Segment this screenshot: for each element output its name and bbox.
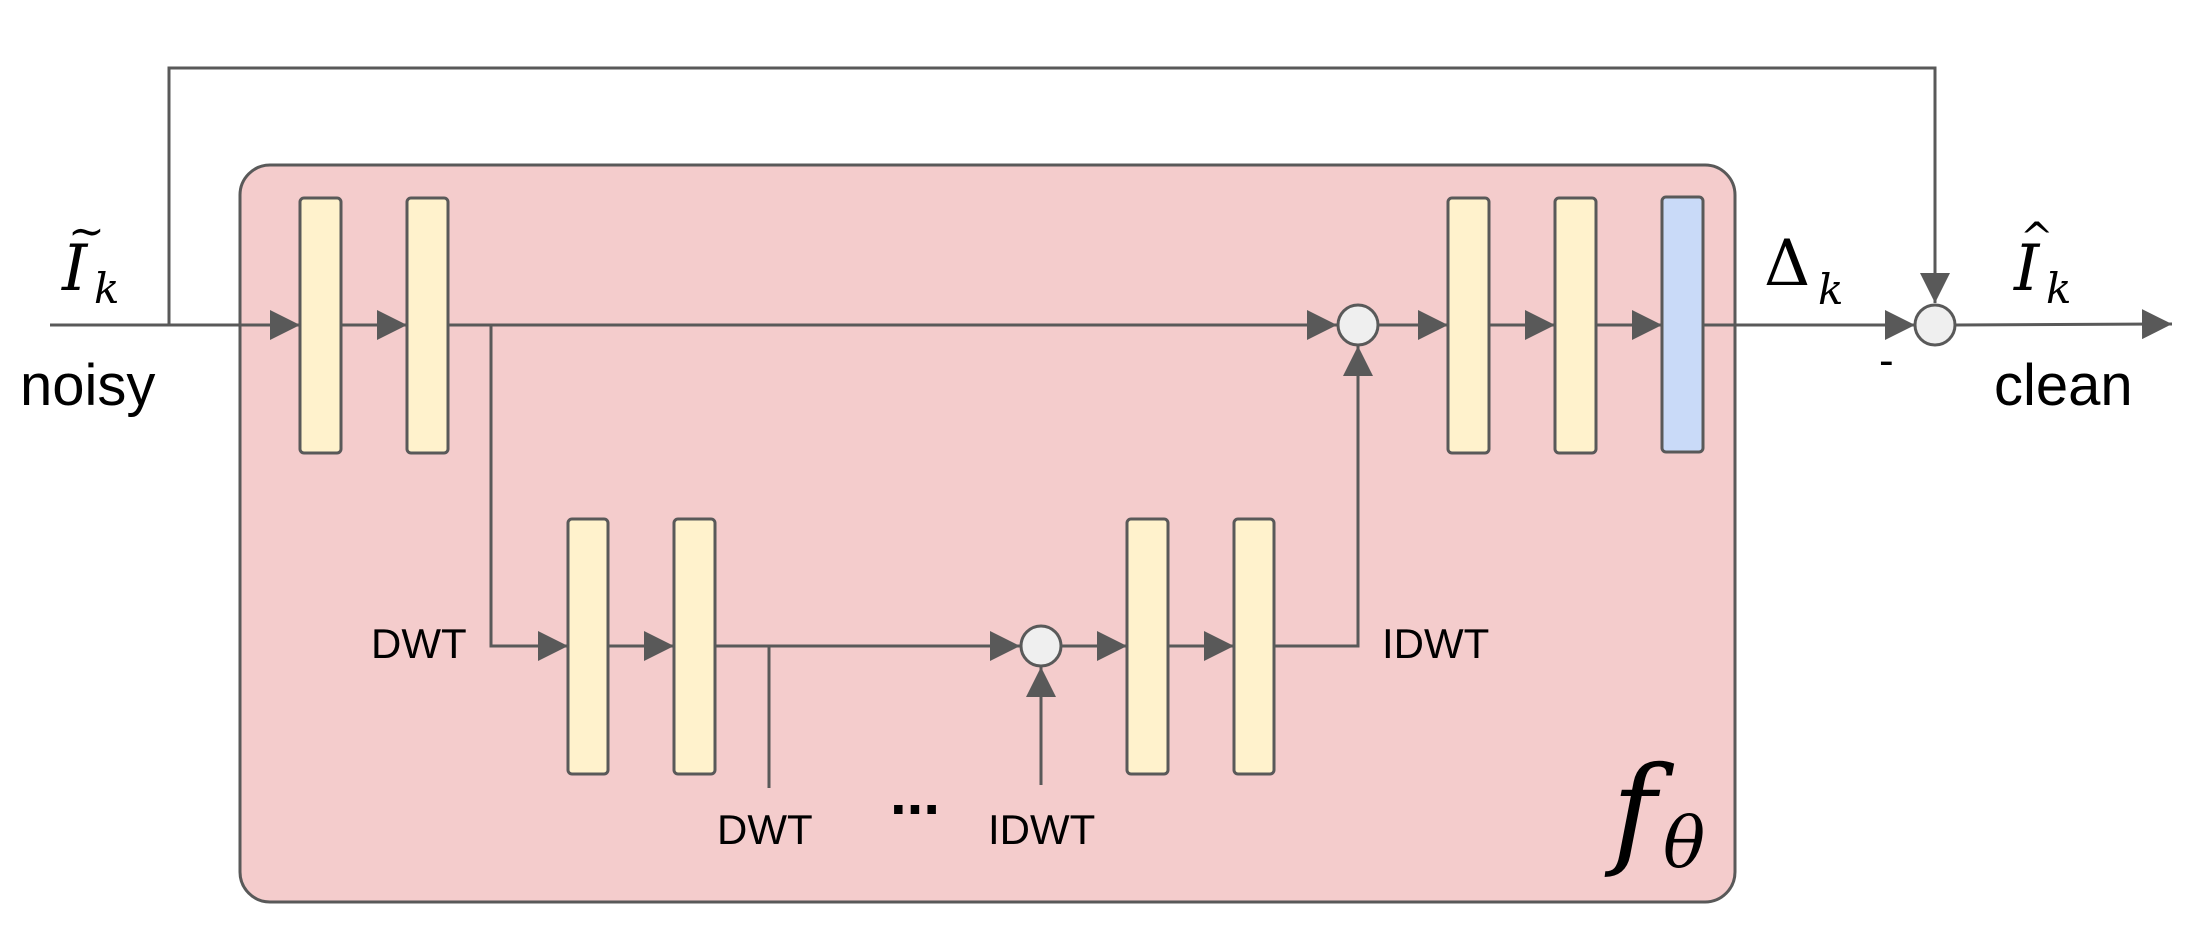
svg-text:^: ^ bbox=[2020, 215, 2054, 261]
idwt-branch-line bbox=[1274, 346, 1373, 648]
conv-block-top-4 bbox=[1553, 196, 1598, 455]
network-box bbox=[238, 163, 1737, 904]
dwt-label-bottom: DWT bbox=[717, 806, 813, 853]
merge-node-top bbox=[1336, 303, 1380, 347]
svg-text:I: I bbox=[61, 232, 89, 306]
conv-block-bottom-4 bbox=[1232, 517, 1276, 776]
merge-node-bottom bbox=[1019, 624, 1063, 668]
svg-text:θ: θ bbox=[1663, 802, 1705, 884]
svg-text:k: k bbox=[94, 264, 119, 313]
svg-text:I: I bbox=[2013, 232, 2041, 306]
input-label: noisy bbox=[20, 353, 155, 418]
residual-symbol: Δ k bbox=[1764, 227, 1843, 314]
svg-text:k: k bbox=[1818, 265, 1843, 314]
output-arrow bbox=[1954, 309, 2173, 340]
conv-block-top-3 bbox=[1446, 196, 1491, 455]
output-symbol: I ^ k bbox=[2013, 215, 2071, 313]
conv-block-top-2 bbox=[405, 196, 450, 455]
idwt-label-bottom: IDWT bbox=[988, 806, 1095, 853]
global-skip-line bbox=[167, 66, 1950, 325]
output-conv-block bbox=[1660, 195, 1705, 454]
svg-text:~: ~ bbox=[68, 206, 105, 257]
conv-block-bottom-2 bbox=[672, 517, 717, 776]
conv-block-bottom-3 bbox=[1125, 517, 1170, 776]
conv-block-bottom-1 bbox=[566, 517, 610, 776]
minus-sign: - bbox=[1879, 336, 1894, 385]
idwt-label-right: IDWT bbox=[1382, 620, 1489, 667]
svg-text:Δ: Δ bbox=[1764, 227, 1810, 301]
svg-text:k: k bbox=[2046, 264, 2071, 313]
subtract-node bbox=[1913, 303, 1957, 347]
output-label: clean bbox=[1994, 353, 2133, 418]
conv-block-top-1 bbox=[298, 196, 343, 455]
ellipsis-label: ... bbox=[890, 760, 940, 827]
dwt-branch-line bbox=[489, 325, 568, 661]
dwt-label-left: DWT bbox=[371, 620, 467, 667]
input-symbol: I ~ k bbox=[61, 206, 119, 313]
